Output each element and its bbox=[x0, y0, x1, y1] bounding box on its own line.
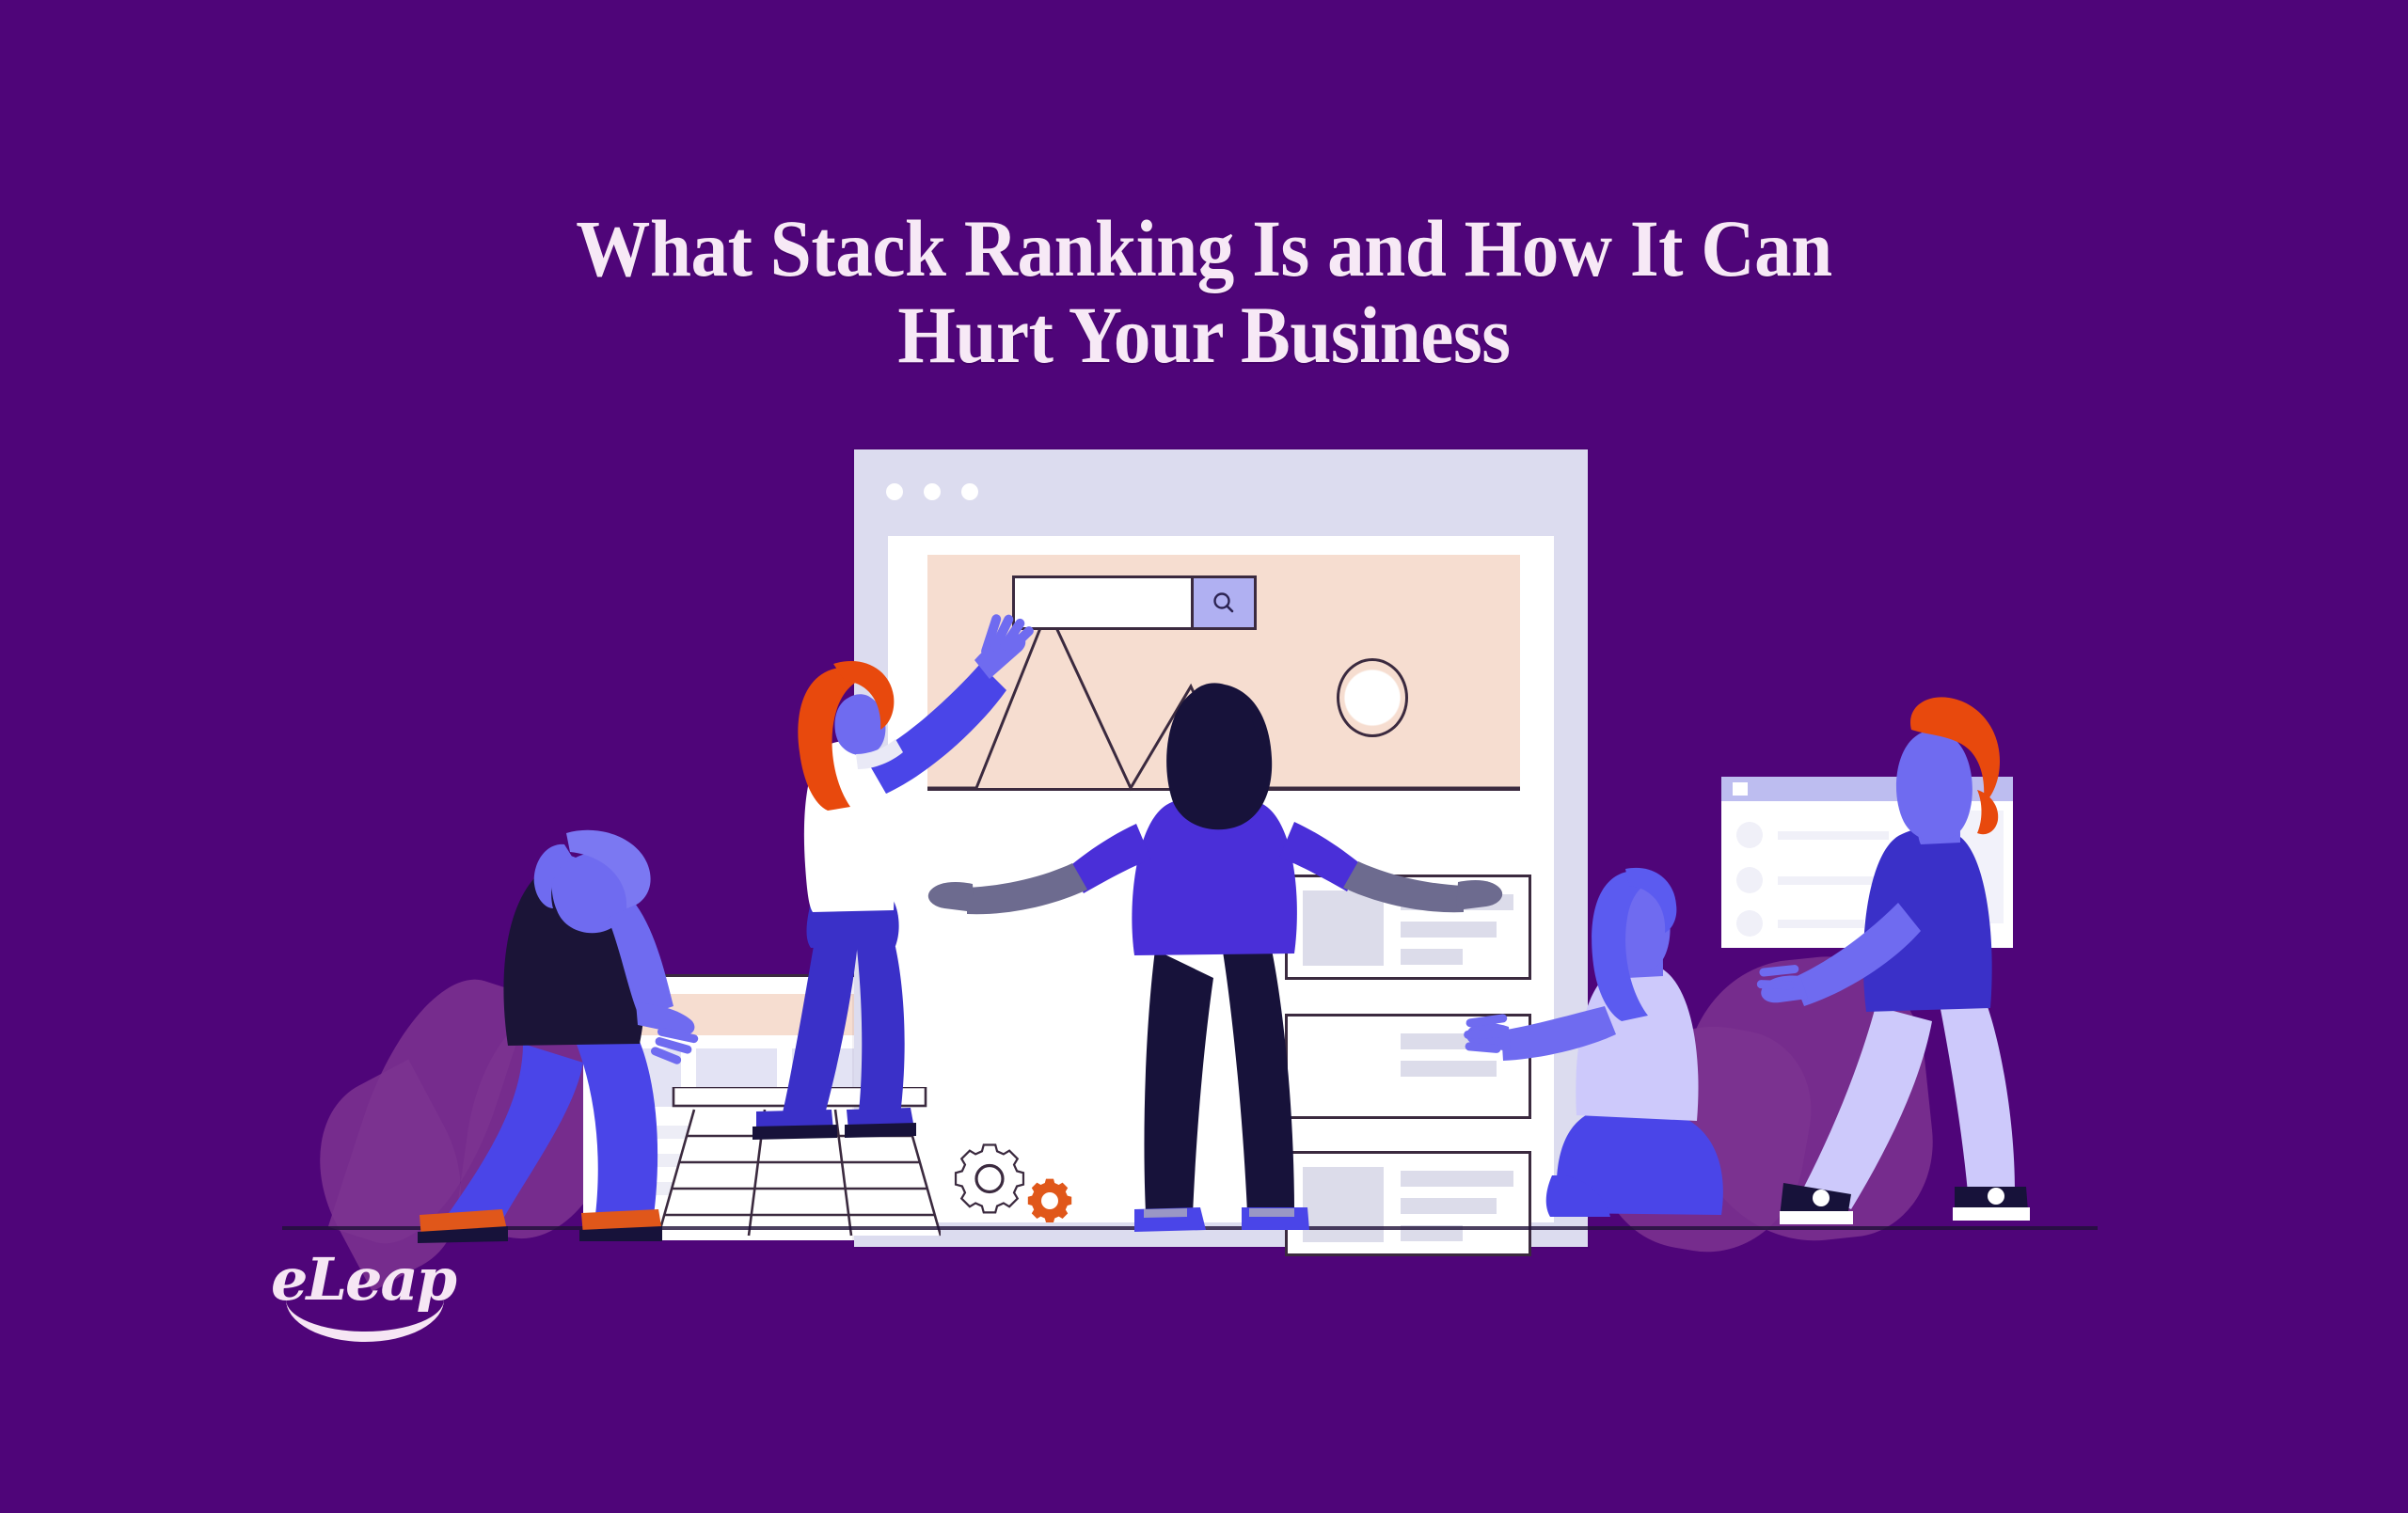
mini-window-row-1-line bbox=[1778, 830, 1889, 840]
result-card-2-line-2 bbox=[1401, 1061, 1497, 1077]
eleap-logo[interactable]: eLeap bbox=[271, 1251, 478, 1342]
mini-window-titlebar bbox=[1721, 777, 2013, 801]
result-card-1-lines bbox=[1401, 890, 1513, 965]
result-card-1-thumbnail bbox=[1303, 890, 1384, 966]
result-card-3-line-1 bbox=[1401, 1171, 1513, 1187]
avatar bbox=[1736, 822, 1763, 848]
mini-window-square-icon bbox=[1733, 782, 1748, 796]
result-card-2[interactable] bbox=[1285, 1014, 1531, 1119]
result-card-3-lines bbox=[1401, 1167, 1513, 1241]
result-card-1-line-2 bbox=[1401, 922, 1497, 938]
mini-window-row-3-line bbox=[1778, 919, 1864, 928]
step-ladder bbox=[658, 1087, 941, 1237]
search-icon bbox=[1213, 592, 1234, 613]
result-card-3-thumbnail bbox=[1303, 1167, 1384, 1242]
sun-icon bbox=[1337, 658, 1408, 737]
result-card-2-thumbnail bbox=[1303, 1030, 1384, 1105]
result-card-2-line-3 bbox=[1401, 1088, 1463, 1104]
search-bar[interactable] bbox=[1012, 575, 1257, 630]
page-title-line-1: What Stack Ranking Is and How It Can bbox=[576, 203, 1832, 293]
mini-window bbox=[1721, 777, 2013, 948]
page-title: What Stack Ranking Is and How It Can Hur… bbox=[96, 205, 2311, 378]
avatar bbox=[1736, 910, 1763, 937]
mini-window-row-2-line bbox=[1778, 875, 1889, 885]
mini-window-row-2 bbox=[1736, 867, 1889, 893]
gear-small-icon bbox=[1027, 1178, 1072, 1222]
result-card-3-line-2 bbox=[1401, 1198, 1497, 1214]
result-card-1-line-1 bbox=[1401, 894, 1513, 910]
eleap-logo-swoosh bbox=[286, 1300, 444, 1342]
result-card-1-line-3 bbox=[1401, 949, 1463, 965]
search-input[interactable] bbox=[1015, 578, 1191, 627]
mini-window-side-pane bbox=[1923, 811, 2004, 923]
window-dot-1-icon[interactable] bbox=[886, 483, 903, 500]
window-dot-2-icon[interactable] bbox=[924, 483, 941, 500]
browser-titlebar-dots bbox=[886, 483, 978, 500]
result-card-1[interactable] bbox=[1285, 875, 1531, 980]
chart-baseline bbox=[927, 788, 1520, 791]
page-title-line-2: Hurt Your Business bbox=[897, 290, 1511, 380]
result-card-2-lines bbox=[1401, 1030, 1513, 1104]
avatar bbox=[1736, 867, 1763, 893]
gears-graphic bbox=[954, 1143, 1072, 1222]
search-button[interactable] bbox=[1191, 578, 1254, 627]
ground-line bbox=[282, 1226, 2098, 1230]
mini-window-row-1 bbox=[1736, 822, 1889, 848]
mini-window-row-3 bbox=[1736, 910, 1864, 937]
window-dot-3-icon[interactable] bbox=[961, 483, 978, 500]
result-card-3[interactable] bbox=[1285, 1151, 1531, 1256]
gear-large-icon bbox=[954, 1143, 1025, 1214]
result-card-2-line-1 bbox=[1401, 1033, 1513, 1049]
